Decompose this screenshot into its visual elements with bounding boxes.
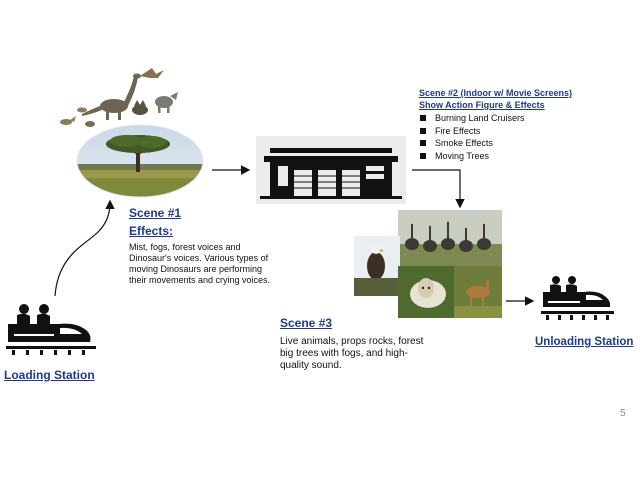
scene2-title: Scene #2 (Indoor w/ Movie Screens) bbox=[419, 88, 573, 98]
unloading-station-label: Unloading Station bbox=[535, 336, 634, 348]
deer-photo bbox=[454, 266, 502, 318]
scene3-description: Live animals, props rocks, forest big tr… bbox=[280, 336, 424, 371]
scene2-effect-item: Smoke Effects bbox=[419, 137, 525, 150]
scene2-effect-item: Moving Trees bbox=[419, 150, 525, 163]
scene2-effect-item: Fire Effects bbox=[419, 125, 525, 138]
train-icon bbox=[6, 304, 96, 355]
scene1-subtitle: Effects: bbox=[129, 224, 174, 238]
arrow-scene2-to-scene3 bbox=[412, 169, 465, 209]
scene2-effect-item: Burning Land Cruisers bbox=[419, 112, 525, 125]
page-number: 5 bbox=[620, 408, 626, 419]
eagle-photo bbox=[354, 236, 400, 296]
scene3-title: Scene #3 bbox=[280, 316, 333, 330]
scene2-subtitle: Show Action Figure & Effects bbox=[419, 100, 545, 110]
arrow-loading-to-scene1 bbox=[54, 199, 115, 297]
loading-station-label: Loading Station bbox=[4, 368, 95, 382]
ostrich-photo bbox=[398, 210, 502, 266]
warehouse-icon bbox=[260, 148, 402, 199]
scene1-title: Scene #1 bbox=[129, 206, 182, 220]
animals-photo-icon bbox=[354, 210, 502, 318]
savanna-tree-icon bbox=[76, 124, 204, 198]
scene1-description: Mist, fogs, forest voices and Dinosaur's… bbox=[129, 242, 271, 285]
dinosaurs-icon bbox=[60, 68, 178, 127]
sheep-photo bbox=[398, 266, 454, 318]
scene2-effects-list: Burning Land Cruisers Fire Effects Smoke… bbox=[419, 112, 525, 162]
train-icon bbox=[541, 276, 614, 320]
warehouse-box bbox=[256, 136, 406, 204]
